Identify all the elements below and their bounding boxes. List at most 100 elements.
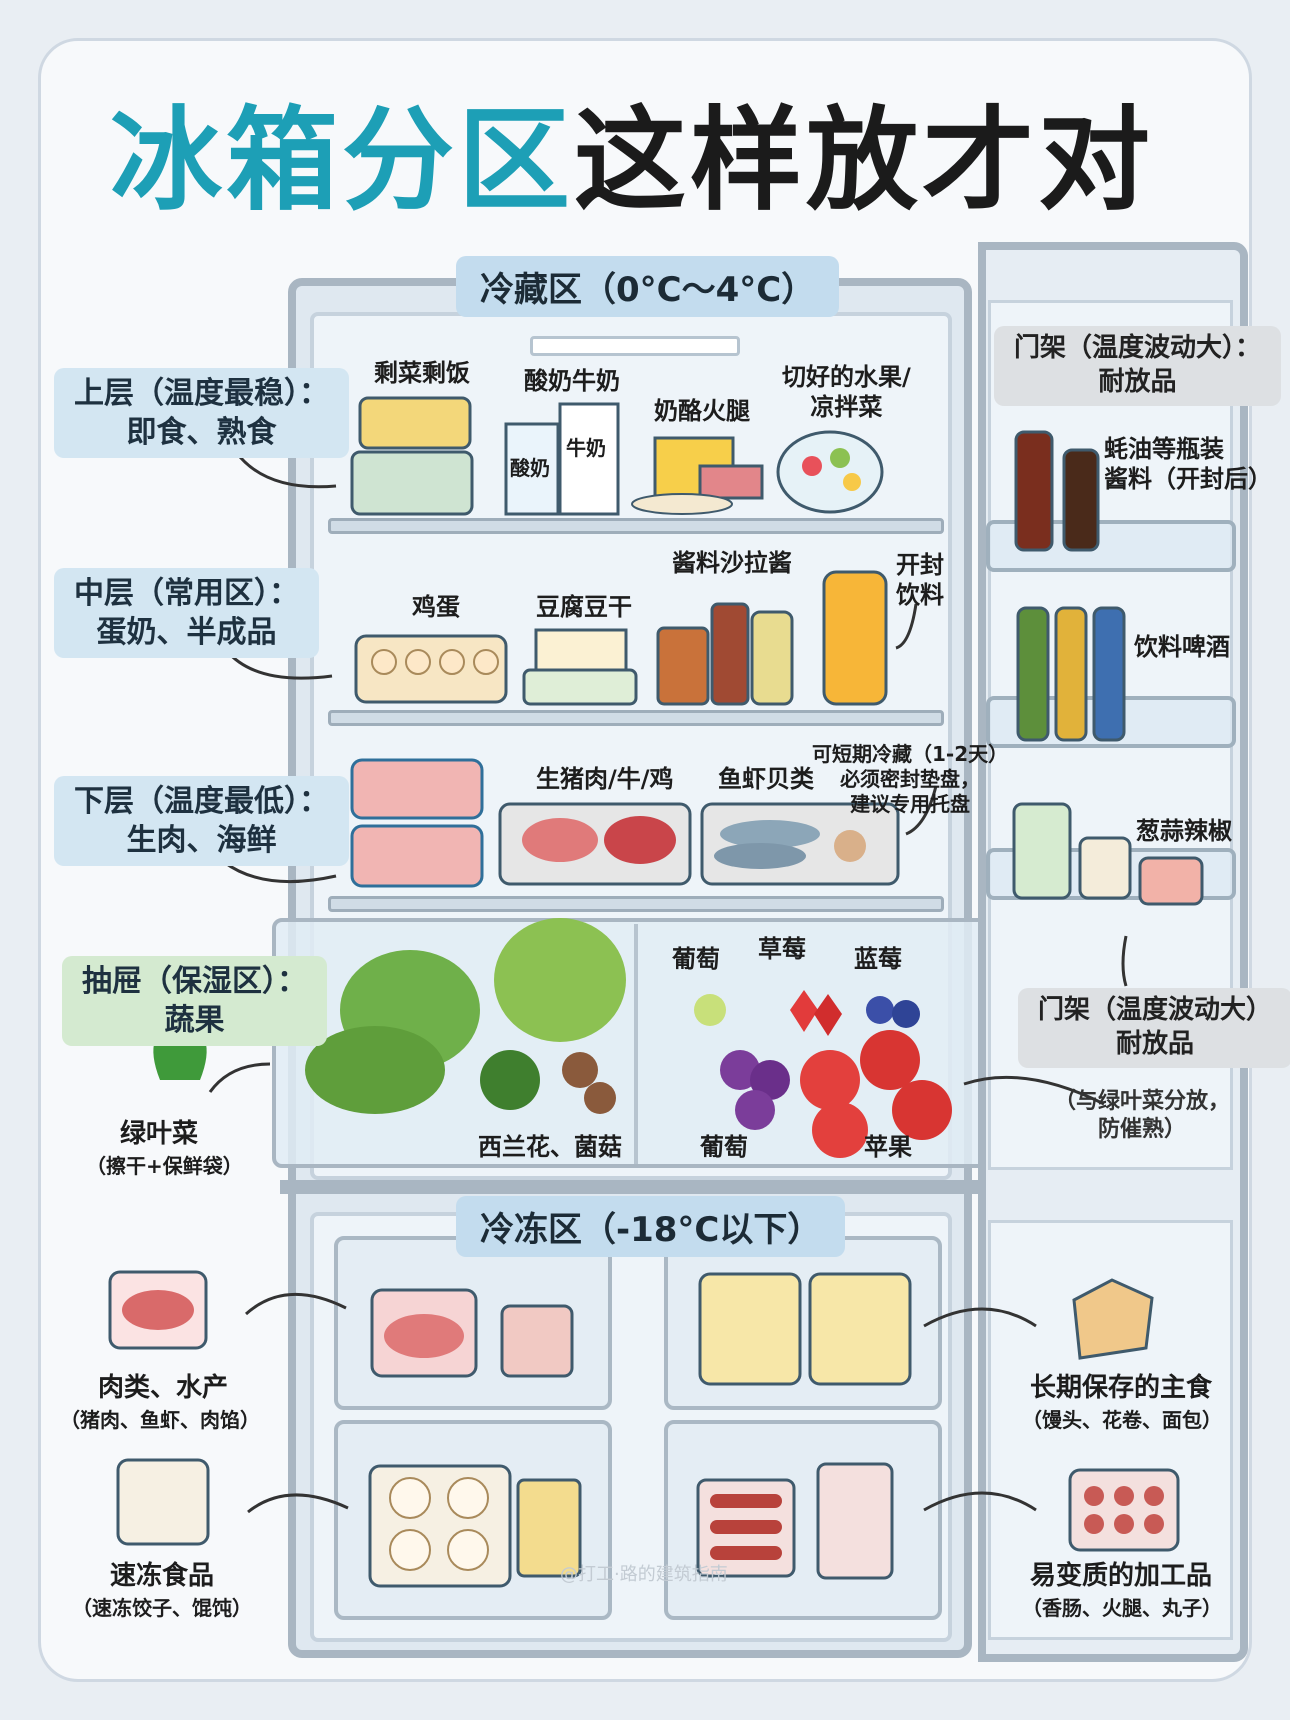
leftover-label: 剩菜剩饭 <box>374 359 470 387</box>
quick-frozen-sub: （速冻饺子、馄饨） <box>72 1596 252 1620</box>
greens-tip: （擦干+保鲜袋） <box>86 1154 243 1178</box>
milk-carton <box>558 402 620 516</box>
sauce-label: 酱料沙拉酱 <box>672 549 792 577</box>
shelf-2 <box>328 710 944 726</box>
greens-label: 绿叶菜 <box>120 1119 199 1149</box>
middle-shelf-label: 中层（常用区）： 蛋奶、半成品 <box>54 568 319 658</box>
grape-top-label: 葡萄 <box>672 945 720 973</box>
apple <box>800 1050 860 1110</box>
oyster-sauce-bottle <box>1014 430 1054 552</box>
egg-label: 鸡蛋 <box>412 593 460 621</box>
drink-bottle <box>1092 606 1126 742</box>
meatball-box-icon <box>1068 1468 1180 1552</box>
meatball <box>1114 1514 1134 1534</box>
sausage <box>710 1546 782 1560</box>
milk-label: 酸奶牛奶 <box>524 367 620 395</box>
dumpling <box>389 1529 431 1571</box>
pointer-arrows <box>208 451 1128 1514</box>
frozen-meat <box>384 1314 464 1358</box>
sausage <box>710 1520 782 1534</box>
meat-box <box>350 758 484 820</box>
meatball <box>1084 1514 1104 1534</box>
meatball <box>1144 1486 1164 1506</box>
chili-jar <box>1138 856 1204 906</box>
milk-box-label: 牛奶 <box>566 436 606 460</box>
fridge-zone-label: 冷藏区（0°C～4°C） <box>456 256 840 317</box>
bottle-sauce-label: 蚝油等瓶装 酱料（开封后） <box>1104 435 1272 493</box>
grape-label: 葡萄 <box>700 1133 748 1161</box>
meatball <box>1114 1486 1134 1506</box>
fish <box>720 820 820 848</box>
broccoli <box>480 1050 540 1110</box>
steamed-bun-bag <box>698 1272 802 1386</box>
mushroom <box>562 1052 598 1088</box>
arrow-icon <box>963 1075 1105 1106</box>
strawberry <box>814 994 842 1036</box>
yogurt-box-label: 酸奶 <box>510 456 550 480</box>
arrow-icon <box>244 1292 347 1316</box>
strawberry-label: 草莓 <box>758 935 806 963</box>
cut-fruit-label: 切好的水果/ 凉拌菜 <box>782 363 911 421</box>
ham <box>698 464 764 500</box>
cheese-label: 奶酪火腿 <box>654 397 750 425</box>
title-highlight: 冰箱分区 <box>110 96 574 226</box>
fruit-piece <box>843 473 861 491</box>
steamed-bun-bag <box>808 1272 912 1386</box>
beer-bottle <box>1054 606 1088 742</box>
mushroom <box>584 1082 616 1114</box>
quick-frozen-label: 速冻食品 <box>110 1561 215 1591</box>
title-rest: 这样放才对 <box>574 96 1154 226</box>
staple-sub: （馒头、花卷、面包） <box>1022 1408 1222 1432</box>
seafood-label: 鱼虾贝类 <box>718 765 814 793</box>
arrow-icon <box>247 1493 349 1514</box>
scallion-jar <box>1012 802 1072 900</box>
freezer-bin <box>664 1420 942 1620</box>
juice-bottle <box>822 570 888 706</box>
watermark: @打工·路的建筑指南 <box>560 1564 728 1585</box>
processed-sub: （香肠、火腿、丸子） <box>1022 1596 1222 1620</box>
meatball <box>1084 1486 1104 1506</box>
meatball <box>1144 1514 1164 1534</box>
egg <box>473 649 499 675</box>
upper-shelf-label: 上层（温度最稳）： 即食、熟食 <box>54 368 349 458</box>
sauce-bottle <box>1062 448 1100 552</box>
apple <box>812 1102 868 1158</box>
staple-label: 长期保存的主食 <box>1030 1373 1213 1403</box>
fruit-piece <box>802 456 822 476</box>
leftover-box <box>350 450 474 516</box>
raw-meat-label: 生猪肉/牛/鸡 <box>536 765 674 793</box>
egg <box>371 649 397 675</box>
freezer-zone-label: 冷冻区（-18°C以下） <box>456 1196 846 1257</box>
salad-dressing <box>750 610 794 706</box>
apple-label: 苹果 <box>864 1133 912 1161</box>
separate-note: （与绿叶菜分放， 防催熟） <box>1054 1089 1231 1142</box>
frozen-bag <box>516 1478 582 1578</box>
egg <box>405 649 431 675</box>
blueberry <box>892 1000 920 1028</box>
yogurt-carton <box>504 422 560 516</box>
arrow-icon <box>234 451 337 489</box>
freezer-meat-sub: （猪肉、鱼虾、肉馅） <box>60 1408 260 1432</box>
apple <box>860 1030 920 1090</box>
opened-drink-label: 开封 饮料 <box>896 551 944 609</box>
sausage <box>710 1494 782 1508</box>
door-mid-label: 门架（温度波动大） 耐放品 <box>1018 988 1290 1068</box>
arrow-icon <box>895 603 918 650</box>
raw-meat <box>522 818 598 862</box>
sauce-bottle <box>710 602 750 706</box>
strawberry <box>790 990 818 1032</box>
arrow-icon <box>923 1491 1037 1512</box>
mince-box <box>500 1304 574 1378</box>
shell <box>834 830 866 862</box>
egg <box>439 649 465 675</box>
shelf-3 <box>328 896 944 912</box>
dumpling-box-icon <box>116 1458 210 1546</box>
grape-purple <box>750 1060 790 1100</box>
arrow-icon <box>905 785 938 836</box>
dumpling <box>389 1477 431 1519</box>
grape-purple <box>735 1090 775 1130</box>
dumpling <box>447 1477 489 1519</box>
fruit-bowl <box>776 430 884 514</box>
egg-carton <box>354 634 508 704</box>
